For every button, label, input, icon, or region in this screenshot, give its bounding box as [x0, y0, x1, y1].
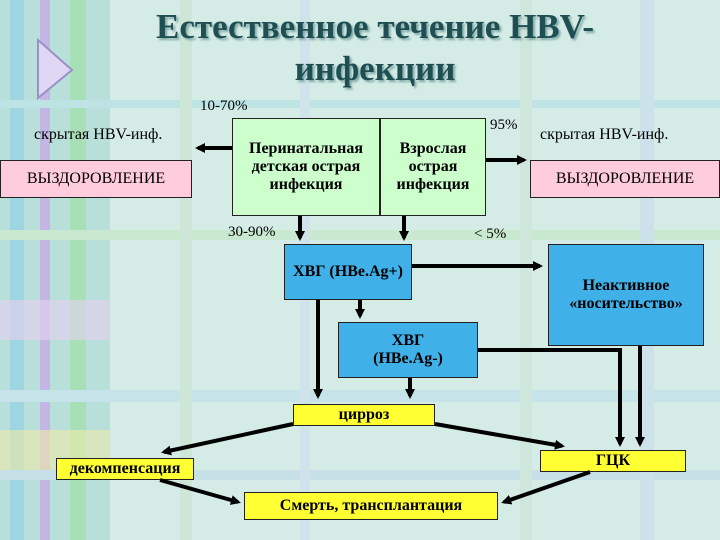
adult-infection-text: Взрослая острая инфекция	[396, 140, 470, 193]
right-latent-hbv-label: скрытая HBV-инф.	[540, 126, 669, 143]
percent-lt5-label: < 5%	[474, 226, 507, 242]
inactive-carrier-text: Неактивное «носительство»	[569, 277, 683, 312]
right-recovery-text: ВЫЗДОРОВЛЕНИЕ	[555, 170, 695, 187]
percent-95-label: 95%	[490, 117, 518, 133]
arrow-hcc-to-death	[501, 470, 591, 505]
arrow-decompensation-to-death	[159, 478, 241, 505]
chb-hbeag-positive-box: ХВГ (HBe.Ag+)	[284, 244, 412, 300]
perinatal-infection-box: Перинатальная детская острая инфекция	[232, 118, 380, 216]
decompensation-text: декомпенсация	[69, 460, 181, 477]
adult-infection-box: Взрослая острая инфекция	[380, 118, 486, 216]
left-latent-hbv-label: скрытая HBV-инф.	[34, 126, 163, 143]
perinatal-infection-text: Перинатальная детская острая инфекция	[249, 140, 363, 193]
left-recovery-text: ВЫЗДОРОВЛЕНИЕ	[26, 170, 166, 187]
cirrhosis-text: цирроз	[338, 406, 390, 423]
arrow-cirrhosis-to-decompensation	[161, 422, 294, 456]
chb-hbeag-negative-text: ХВГ (HBe.Ag-)	[373, 332, 443, 367]
arrow-cirrhosis-to-hcc	[434, 422, 565, 450]
left-recovery-box: ВЫЗДОРОВЛЕНИЕ	[0, 160, 192, 198]
inactive-carrier-box: Неактивное «носительство»	[548, 244, 704, 346]
death-transplant-text: Смерть, трансплантация	[279, 497, 463, 514]
percent-10-70-label: 10-70%	[200, 98, 248, 114]
death-transplant-box: Смерть, трансплантация	[244, 492, 498, 520]
hcc-text: ГЦК	[595, 452, 631, 469]
hcc-box: ГЦК	[540, 450, 686, 472]
chb-hbeag-negative-box: ХВГ (HBe.Ag-)	[338, 322, 478, 378]
cirrhosis-box: цирроз	[293, 404, 435, 426]
page-title: Естественное течение HBV-инфекции	[156, 7, 594, 88]
arrow-chb-neg-to-hcc	[478, 348, 625, 447]
decompensation-box: декомпенсация	[56, 458, 194, 480]
percent-30-90-label: 30-90%	[228, 224, 276, 240]
chb-hbeag-positive-text: ХВГ (HBe.Ag+)	[293, 263, 403, 280]
right-recovery-box: ВЫЗДОРОВЛЕНИЕ	[530, 160, 720, 198]
